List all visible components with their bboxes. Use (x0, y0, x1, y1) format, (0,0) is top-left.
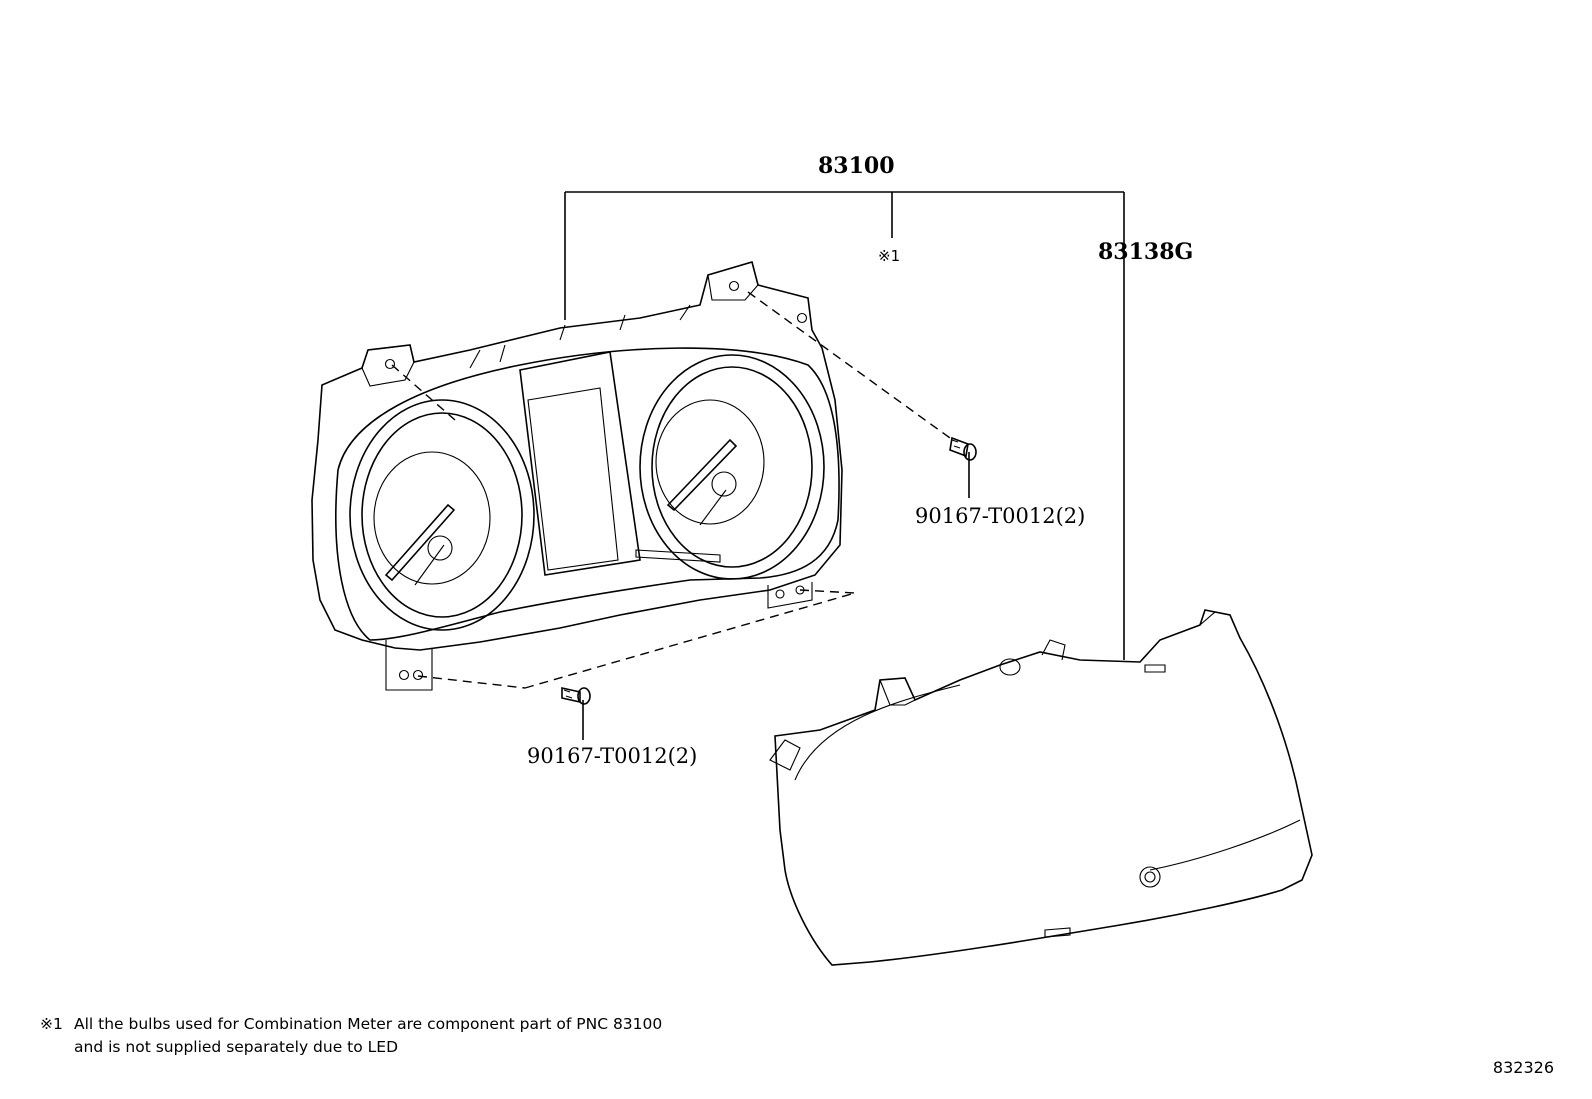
illustration-number: 832326 (1492, 1058, 1554, 1077)
screw-upper-right (949, 436, 977, 461)
label-screw-lower: 90167-T0012(2) (527, 744, 697, 768)
screw-lower (561, 687, 591, 705)
footnote-mark: ※1 (40, 1015, 63, 1033)
label-screw-upper: 90167-T0012(2) (915, 504, 1085, 528)
footnote-text-1: All the bulbs used for Combination Meter… (74, 1015, 663, 1033)
callout-lines (564, 191, 1125, 740)
footnote-line-2: and is not supplied separately due to LE… (74, 1038, 399, 1056)
meter-back-housing (769, 609, 1313, 966)
fastener-paths (391, 291, 951, 689)
footnote-line-1: ※1 All the bulbs used for Combination Met… (40, 1013, 662, 1036)
combination-meter-assembly (311, 260, 843, 691)
label-83100: 83100 (818, 153, 895, 179)
footnote: ※1 All the bulbs used for Combination Met… (40, 1013, 662, 1059)
label-83138g: 83138G (1098, 239, 1193, 265)
label-note-ref: ※1 (878, 247, 900, 265)
